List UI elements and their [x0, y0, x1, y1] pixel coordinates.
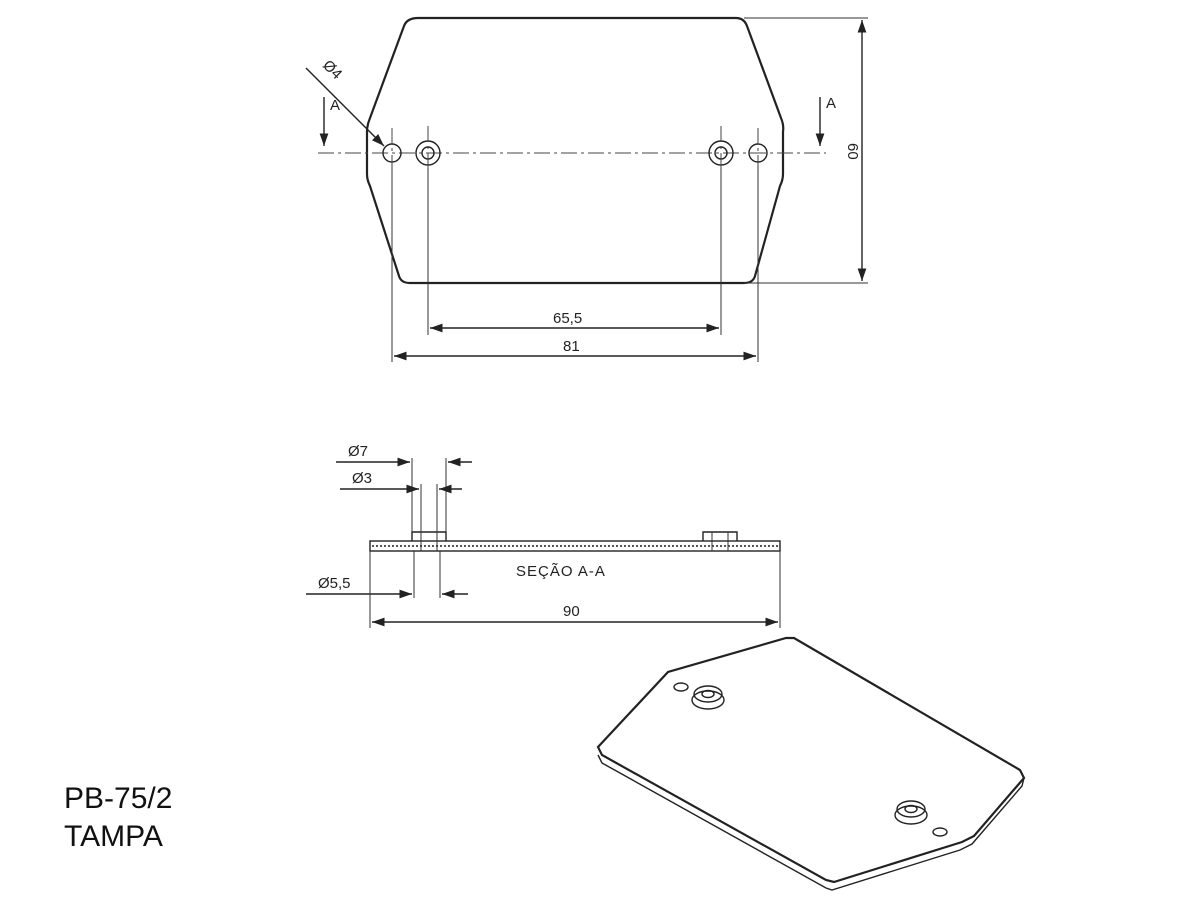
outer-span-dimension: 81 [394, 338, 756, 361]
counterbore-diameter-label: Ø5,5 [318, 575, 351, 592]
isometric-view [596, 636, 1026, 891]
length-dimension: 90 [369, 551, 781, 628]
outer-span-label: 81 [563, 338, 580, 355]
hole-diameter-label: Ø4 [319, 57, 345, 83]
part-code: PB-75/2 [64, 782, 172, 815]
top-view: A A Ø4 60 65,5 81 [305, 16, 868, 362]
section-marker-right: A [815, 95, 836, 146]
boss-outer-diameter-label: Ø7 [348, 443, 368, 460]
inner-span-dimension: 65,5 [430, 310, 719, 333]
height-dimension: 60 [744, 17, 868, 284]
iso-plate-top [596, 636, 1026, 884]
section-view: Ø7 Ø3 Ø5,5 SEÇÃO A-A 90 [306, 443, 781, 628]
title-block: PB-75/2 TAMPA [64, 782, 172, 853]
iso-boss-right-bore [904, 804, 918, 814]
iso-hole-left [673, 682, 689, 692]
inner-span-label: 65,5 [553, 310, 582, 327]
height-label: 60 [844, 143, 861, 160]
boss-inner-diameter-dimension: Ø3 [340, 470, 462, 532]
length-label: 90 [563, 603, 580, 620]
iso-boss-left-bore [701, 689, 715, 699]
iso-hole-right [932, 827, 948, 837]
boss-outer-diameter-dimension: Ø7 [336, 443, 472, 532]
part-name: TAMPA [64, 820, 163, 853]
section-marker-left: A [319, 97, 340, 146]
section-marker-left-label: A [330, 97, 340, 114]
iso-boss-right-top [896, 800, 926, 818]
iso-plate-bottom [597, 754, 1025, 891]
iso-boss-left-top [693, 685, 723, 703]
boss-section-left [411, 531, 447, 541]
plate-section [369, 540, 781, 552]
boss-inner-diameter-label: Ø3 [352, 470, 372, 487]
section-label: SEÇÃO A-A [516, 563, 606, 580]
counterbore-diameter-dimension: Ø5,5 [306, 551, 468, 599]
boss-section-right [702, 531, 738, 541]
section-marker-right-label: A [826, 95, 836, 112]
